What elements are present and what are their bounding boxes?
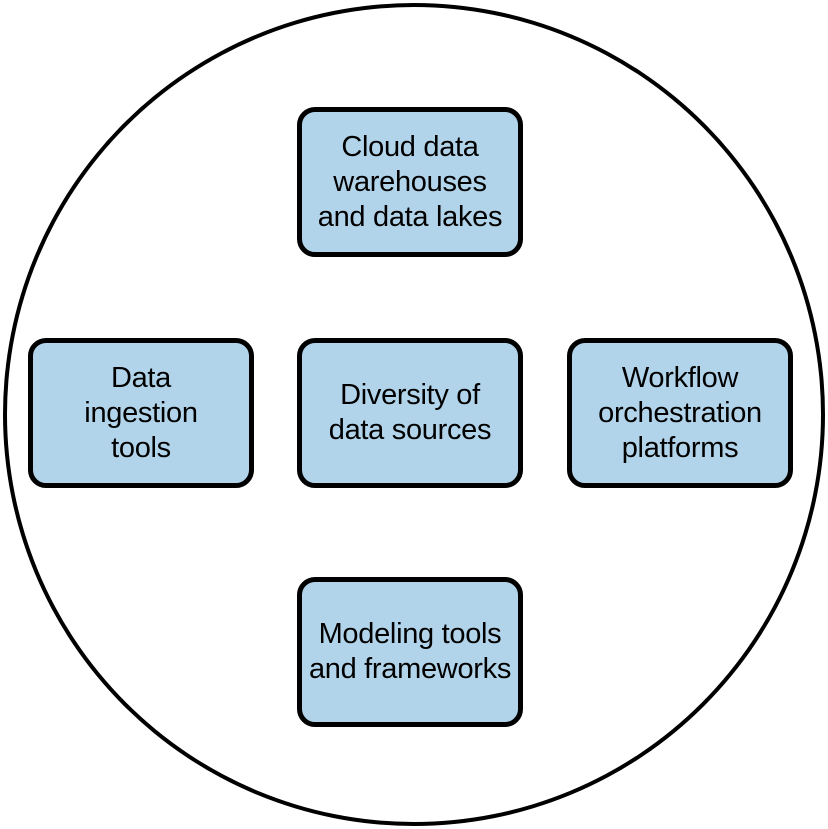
node-workflow-orchestration-platforms: Workflow orchestration platforms	[567, 338, 793, 488]
node-data-ingestion-tools: Data ingestion tools	[28, 338, 254, 488]
node-cloud-data-warehouses-label: Cloud data warehouses and data lakes	[317, 130, 503, 233]
node-modeling-tools-and-frameworks-label: Modeling tools and frameworks	[308, 618, 512, 685]
node-cloud-data-warehouses: Cloud data warehouses and data lakes	[297, 107, 523, 257]
node-workflow-orchestration-platforms-label: Workflow orchestration platforms	[598, 361, 762, 464]
node-diversity-of-data-sources: Diversity of data sources	[297, 338, 523, 488]
node-diversity-of-data-sources-label: Diversity of data sources	[328, 379, 492, 446]
node-modeling-tools-and-frameworks: Modeling tools and frameworks	[297, 577, 523, 727]
boundary-circle	[3, 3, 825, 826]
node-data-ingestion-tools-label: Data ingestion tools	[84, 361, 198, 464]
